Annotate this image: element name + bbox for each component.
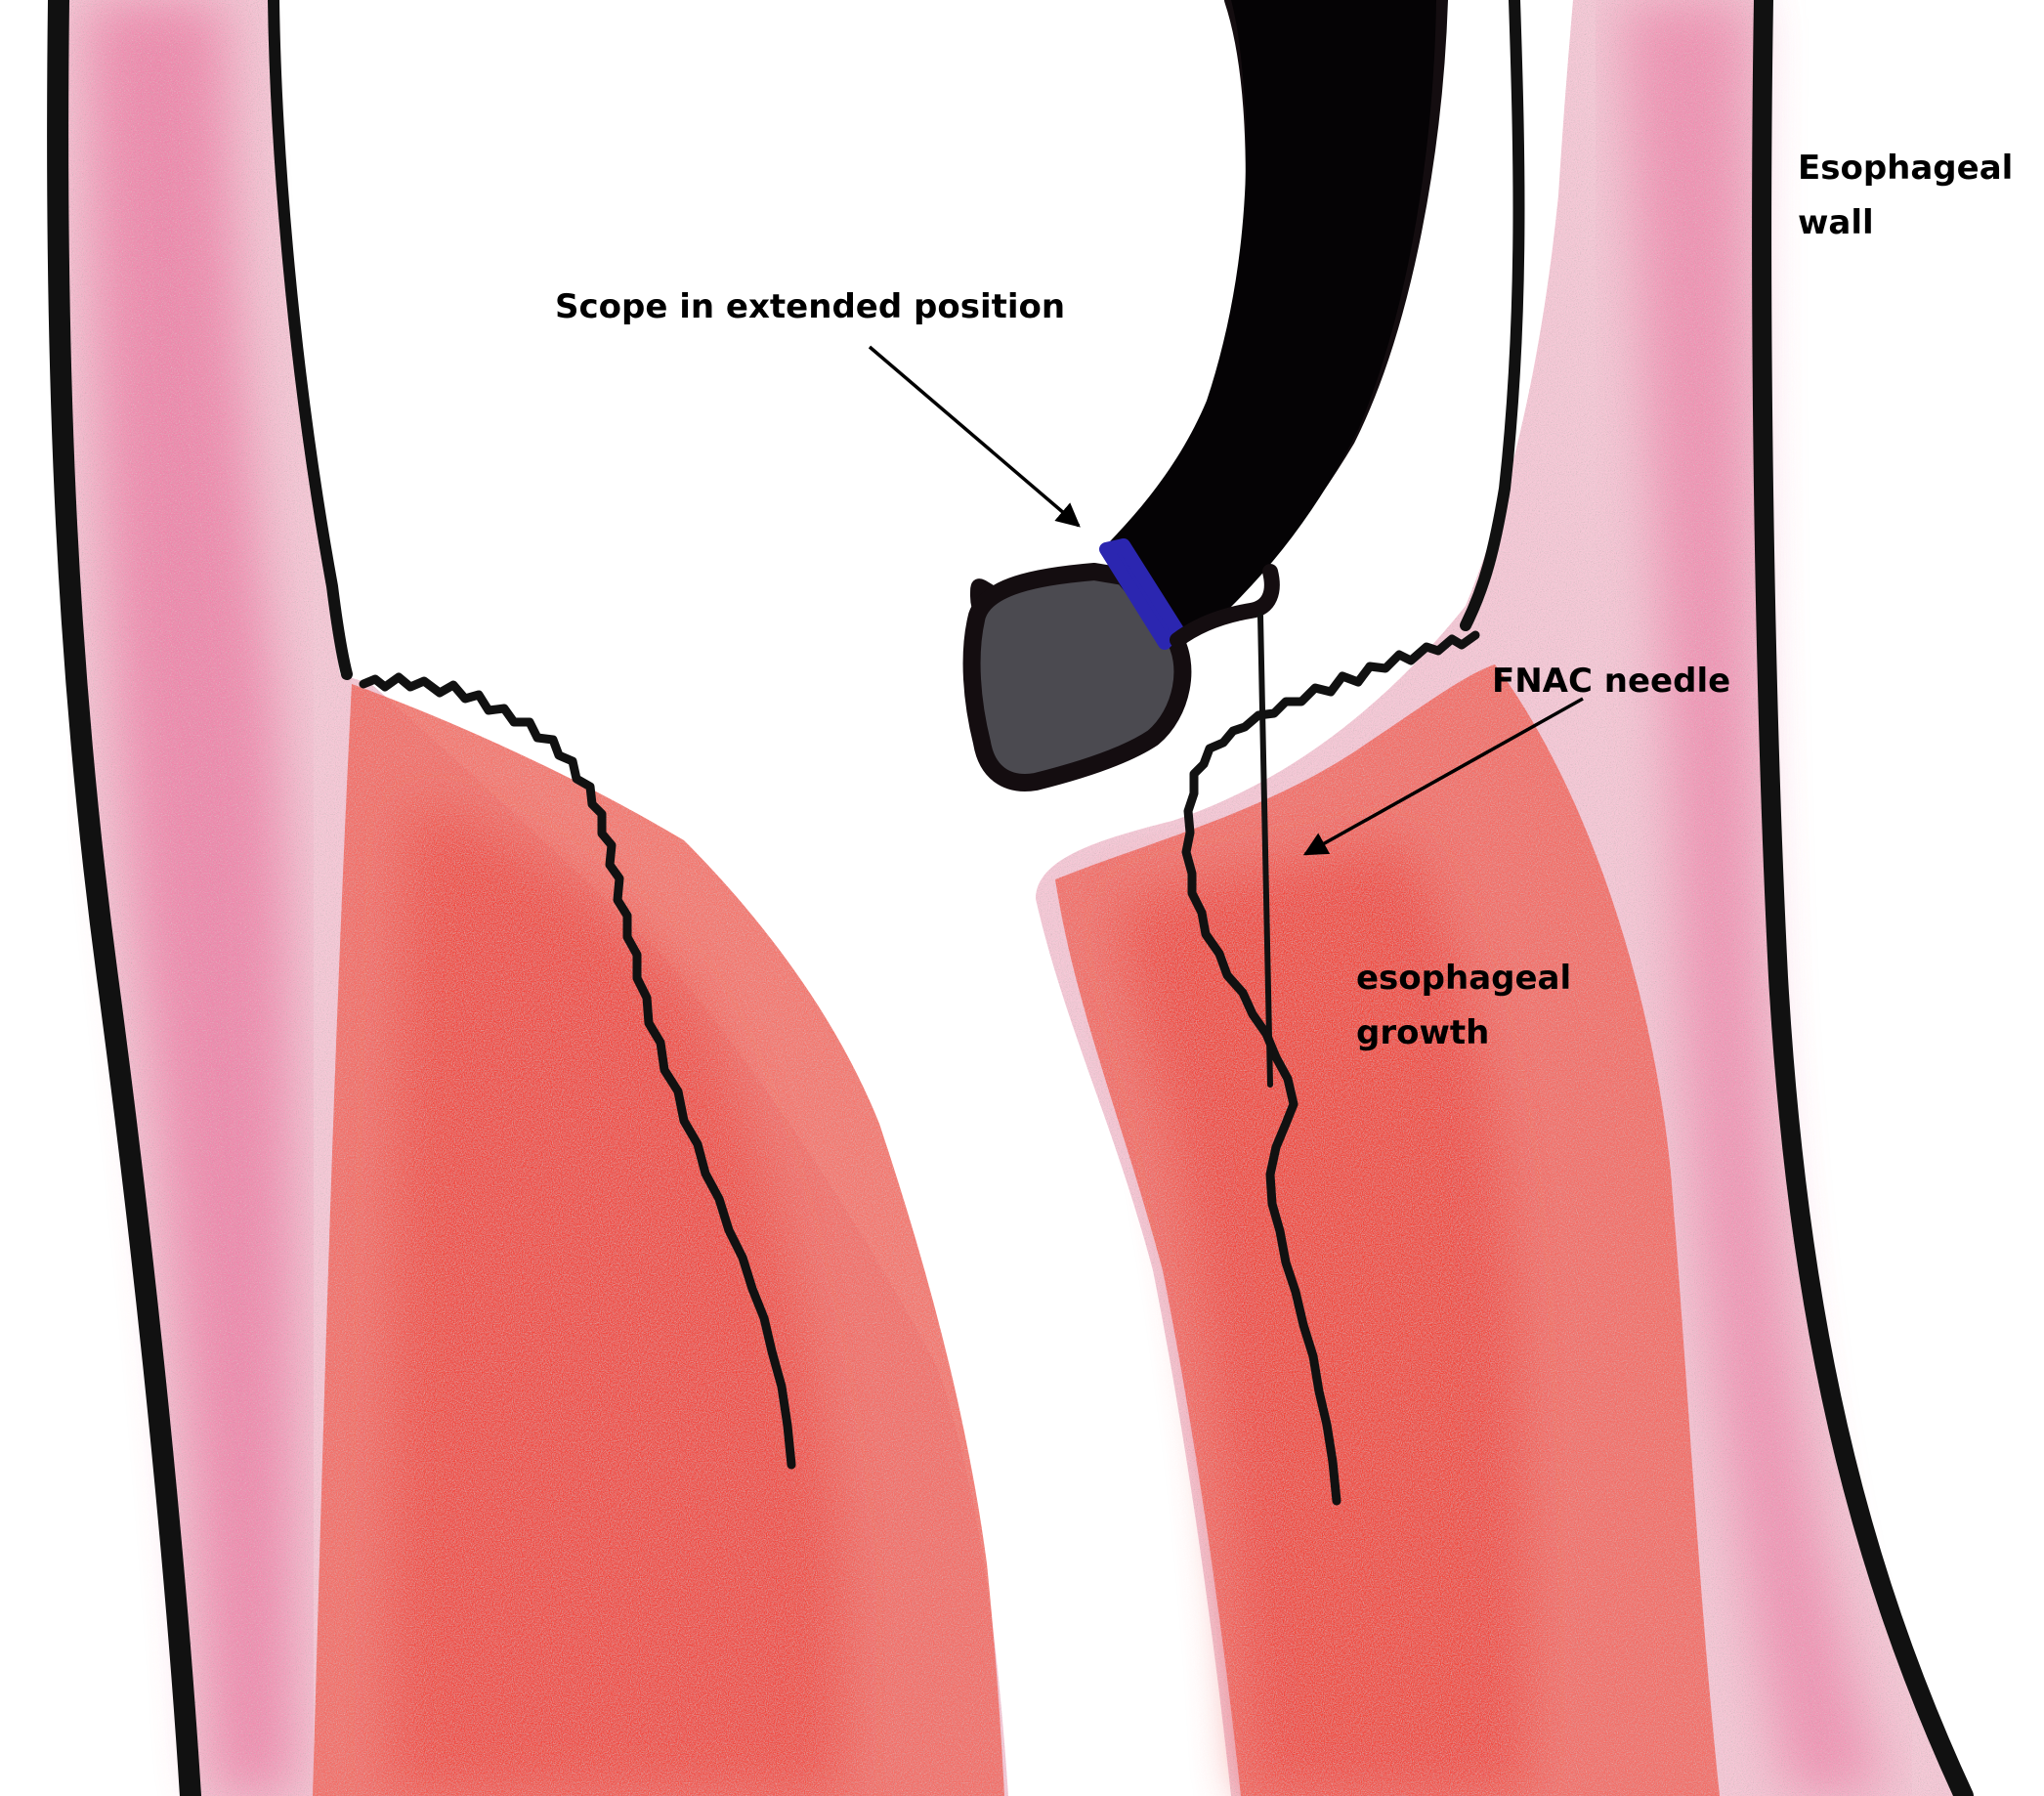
left-inner-wall-line <box>268 0 353 680</box>
fnac-needle <box>1257 613 1273 1088</box>
right-growth-mass <box>1055 664 1720 1796</box>
label-wall-line2: wall <box>1798 203 1874 242</box>
endoscope <box>962 0 1448 791</box>
left-growth-mass <box>313 684 1004 1796</box>
label-growth-line2: growth <box>1356 1013 1489 1052</box>
label-growth-line1: esophageal <box>1356 959 1571 998</box>
left-growth-core <box>391 801 840 1796</box>
left-outer-wall-line <box>47 0 201 1796</box>
right-growth-core <box>1124 840 1524 1796</box>
label-scope: Scope in extended position <box>555 287 1065 326</box>
left-wall-pink-band <box>88 0 293 1796</box>
scope-arrow <box>868 345 1081 528</box>
scope-blue-band <box>1099 538 1184 650</box>
scope-rear-lip <box>1170 564 1280 648</box>
right-growth-edge <box>1181 630 1480 1506</box>
scope-body-bend <box>1104 0 1436 644</box>
label-needle: FNAC needle <box>1492 662 1730 701</box>
right-inner-wall-line <box>1460 0 1525 631</box>
right-outer-wall-line <box>1752 0 1974 1796</box>
right-wall-pink-band <box>1622 0 1886 1796</box>
left-growth-edge <box>359 672 796 1470</box>
scope-tip <box>962 563 1192 791</box>
needle-arrow <box>1302 697 1584 856</box>
label-wall-line1: Esophageal <box>1798 149 2013 188</box>
